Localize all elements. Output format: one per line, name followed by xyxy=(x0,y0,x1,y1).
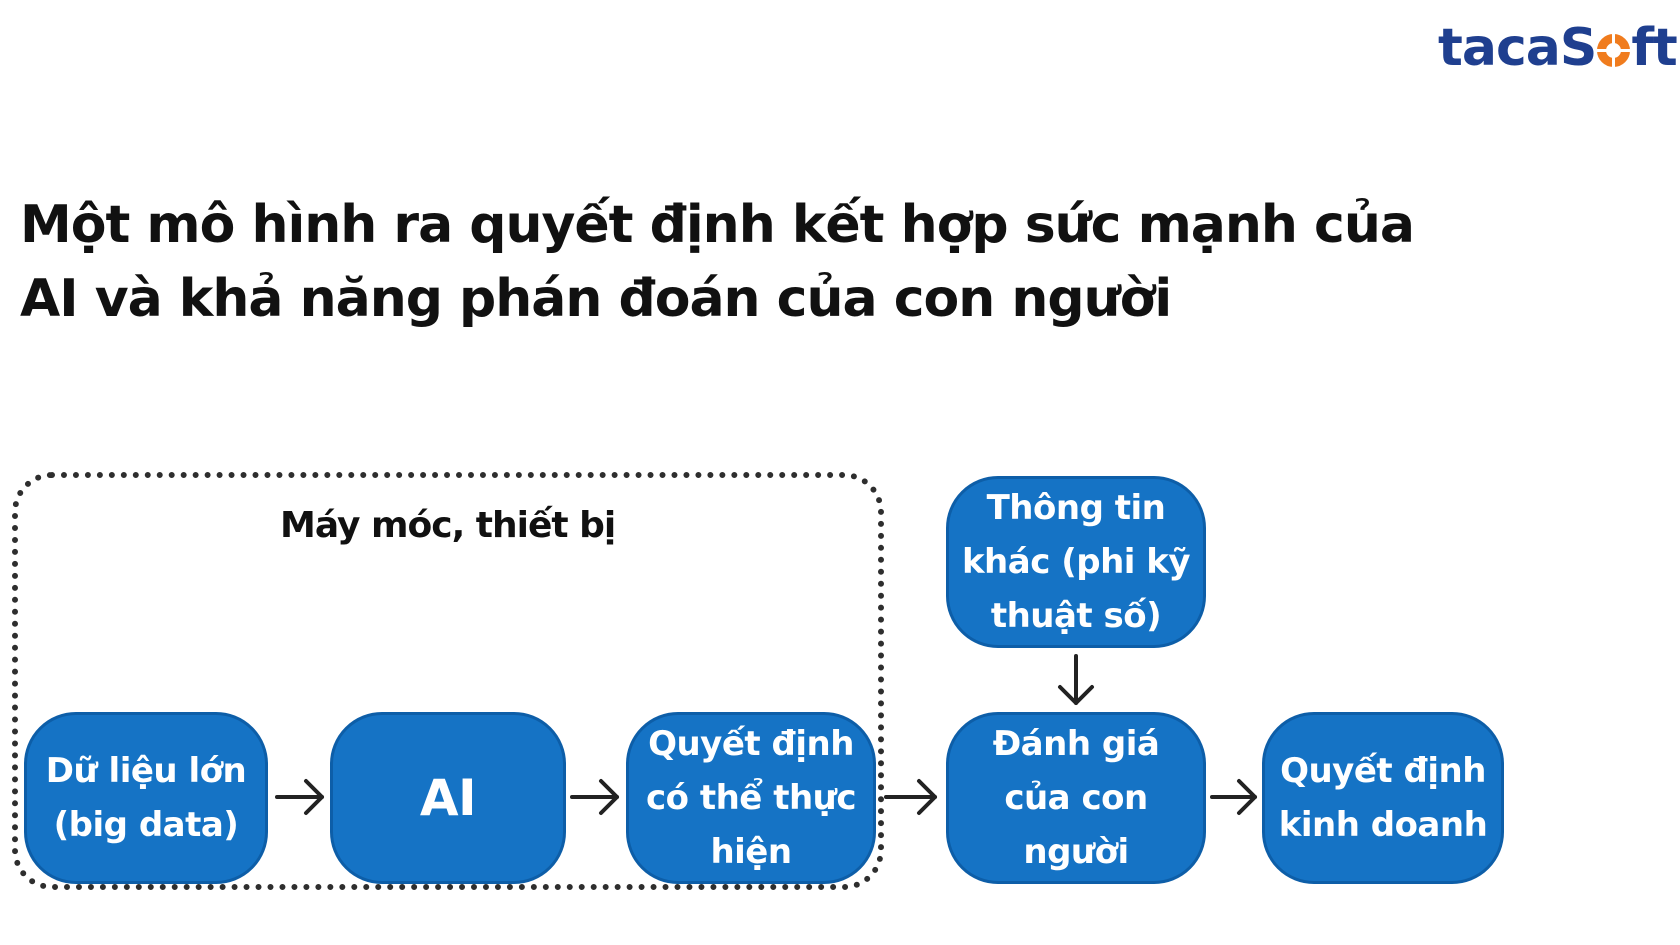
arrow-otherinfo-to-judgment xyxy=(1058,654,1094,705)
node-big-data: Dữ liệu lớn (big data) xyxy=(24,712,268,884)
page-title: Một mô hình ra quyết định kết hợp sức mạ… xyxy=(20,188,1420,336)
arrow-decision-to-judgment xyxy=(884,779,937,815)
machine-group-label: Máy móc, thiết bị xyxy=(280,505,616,546)
node-business-decision: Quyết định kinh doanh xyxy=(1262,712,1504,884)
node-business-decision-label: Quyết định kinh doanh xyxy=(1278,751,1488,845)
node-other-info: Thông tin khác (phi kỹ thuật số) xyxy=(946,476,1206,648)
node-human-judgment: Đánh giá của con người xyxy=(946,712,1206,884)
node-feasible-decision-label: Quyết định có thể thực hiện xyxy=(645,724,857,872)
title-line-1: Một mô hình ra quyết định kết hợp sức mạ… xyxy=(20,195,1415,255)
logo-text-suffix: ft xyxy=(1631,18,1677,78)
logo-text-prefix: tacaS xyxy=(1438,18,1597,78)
node-feasible-decision: Quyết định có thể thực hiện xyxy=(626,712,876,884)
node-other-info-label: Thông tin khác (phi kỹ thuật số) xyxy=(961,488,1191,636)
node-ai-label: AI xyxy=(419,769,477,827)
machine-group-border xyxy=(12,472,884,890)
arrow-judgment-to-business xyxy=(1210,779,1257,815)
logo-o-ring-icon xyxy=(1597,24,1631,67)
arrow-bigdata-to-ai xyxy=(275,779,324,815)
node-human-judgment-label: Đánh giá của con người xyxy=(992,724,1160,872)
arrow-ai-to-decision xyxy=(570,779,619,815)
title-line-2: AI và khả năng phán đoán của con người xyxy=(20,269,1172,329)
node-big-data-label: Dữ liệu lớn (big data) xyxy=(45,751,247,845)
node-ai: AI xyxy=(330,712,566,884)
